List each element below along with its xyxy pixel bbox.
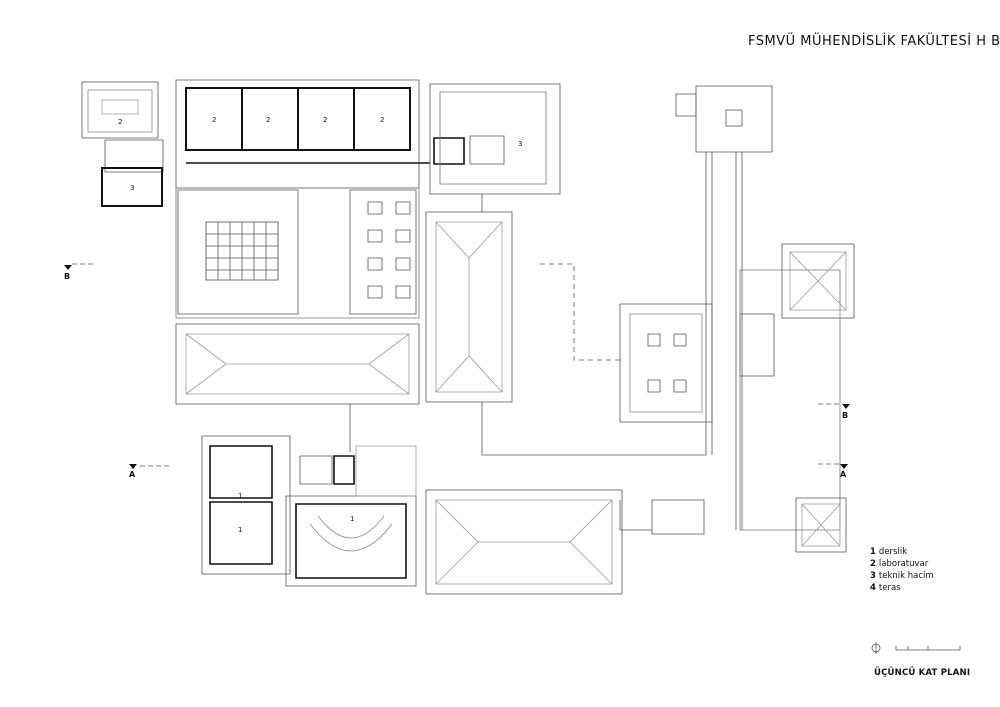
- skylight-right: [350, 190, 416, 314]
- stair-left: [105, 140, 163, 172]
- east-tower: [696, 86, 772, 152]
- roof-horizontal: [176, 324, 419, 404]
- classroom-block: [202, 436, 290, 574]
- room-number: 2: [266, 116, 270, 124]
- auditorium-outline: [286, 496, 416, 586]
- core-left: [434, 138, 464, 164]
- stair-core: [470, 136, 504, 164]
- room-number: 1: [238, 526, 242, 534]
- roof-bottom: [426, 490, 622, 594]
- skylight-left: [178, 190, 298, 314]
- room-number: 1: [238, 492, 242, 500]
- room-number: 1: [350, 515, 354, 523]
- auditorium: [296, 504, 406, 578]
- lab-left-outline: [82, 82, 158, 138]
- room-number: 2: [118, 118, 122, 126]
- section-mark-a-right: A: [840, 470, 847, 479]
- east-court: [620, 304, 712, 422]
- scale-bar: [896, 646, 960, 650]
- section-mark-a-left: A: [129, 470, 136, 479]
- roof-vertical: [426, 212, 512, 402]
- lab-left-furniture: [88, 90, 152, 132]
- tech-right-inner: [440, 92, 546, 184]
- tech-right-outline: [430, 84, 560, 194]
- stair-bottom: [300, 456, 332, 484]
- plan-name: ÜÇÜNCÜ KAT PLANI: [874, 668, 971, 678]
- roof-square-bottom: [796, 498, 846, 552]
- section-mark-b-right: B: [842, 411, 849, 420]
- room-number: 3: [130, 184, 134, 192]
- section-mark-b-left: B: [64, 272, 71, 281]
- courtyard: [176, 188, 419, 318]
- roof-square-top: [782, 244, 854, 318]
- room-number: 3: [518, 140, 522, 148]
- room-number: 2: [380, 116, 384, 124]
- lab-left-table: [102, 100, 138, 114]
- drawing-title: FSMVÜ MÜHENDİSLİK FAKÜLTESİ H BLOK: [748, 34, 1000, 49]
- room-number: 2: [323, 116, 327, 124]
- tech-left-room: [102, 168, 162, 206]
- room-number: 2: [212, 116, 216, 124]
